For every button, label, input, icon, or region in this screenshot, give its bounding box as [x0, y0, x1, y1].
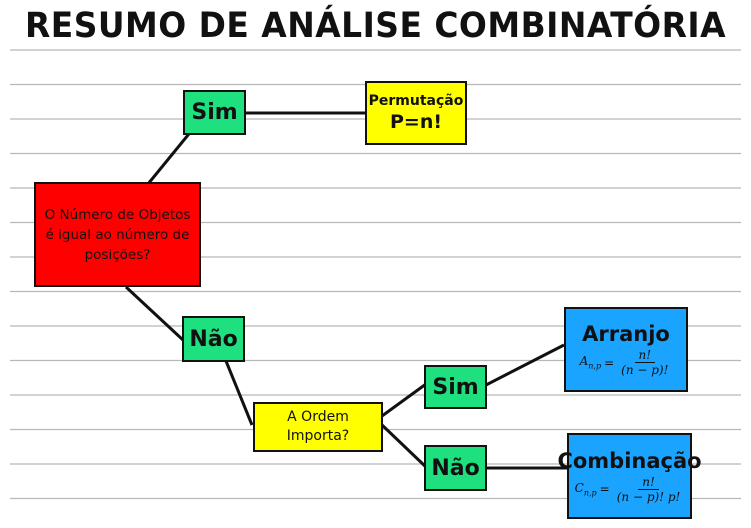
- nao-node-2: Não: [424, 445, 487, 491]
- connector-sim-arranjo: [485, 343, 565, 387]
- connector-order-sim: [381, 382, 427, 418]
- connector-order-nao: [380, 423, 429, 470]
- arranjo-denominator: (n − p)!: [621, 363, 669, 377]
- nao-label-1: Não: [189, 326, 238, 352]
- connector-nao-order: [224, 360, 254, 426]
- permutation-label: Permutação: [368, 93, 464, 109]
- combinacao-numerator: n!: [638, 475, 659, 490]
- nao-node-1: Não: [182, 316, 245, 362]
- arranjo-label: Arranjo: [582, 322, 670, 346]
- arranjo-formula: An,p = n! (n − p)!: [580, 348, 673, 377]
- sim-label-1: Sim: [191, 100, 238, 125]
- arranjo-node: Arranjo An,p = n! (n − p)!: [564, 307, 688, 392]
- arranjo-equals: =: [604, 355, 615, 370]
- connector-question-nao: [124, 285, 185, 342]
- combinacao-denominator: (n − p)! p!: [616, 489, 681, 504]
- permutation-node: Permutação P=n!: [365, 81, 467, 145]
- permutation-formula: P=n!: [389, 111, 443, 133]
- page-title: RESUMO DE ANÁLISE COMBINATÓRIA: [24, 6, 727, 46]
- arranjo-symbol: A: [579, 354, 589, 369]
- question-objects-text: O Número de Objetos é igual ao número de…: [44, 206, 191, 263]
- arranjo-numerator: n!: [634, 348, 656, 363]
- combinacao-formula: Cn,p = n! (n − p)! p!: [575, 475, 685, 504]
- question-objects-node: O Número de Objetos é igual ao número de…: [34, 182, 201, 287]
- sim-node-1: Sim: [183, 90, 246, 135]
- combinacao-label: Combinação: [557, 448, 702, 473]
- nao-label-2: Não: [431, 455, 480, 481]
- combinacao-equals: =: [599, 482, 610, 496]
- order-question-node: A Ordem Importa?: [253, 402, 383, 452]
- sim-label-2: Sim: [432, 374, 479, 400]
- sim-node-2: Sim: [424, 365, 487, 409]
- arranjo-subscript: n,p: [588, 361, 602, 371]
- order-question-text: A Ordem Importa?: [286, 409, 350, 444]
- combinacao-node: Combinação Cn,p = n! (n − p)! p!: [557, 433, 702, 519]
- combinacao-subscript: n,p: [583, 488, 597, 498]
- combinacao-symbol: C: [574, 480, 584, 495]
